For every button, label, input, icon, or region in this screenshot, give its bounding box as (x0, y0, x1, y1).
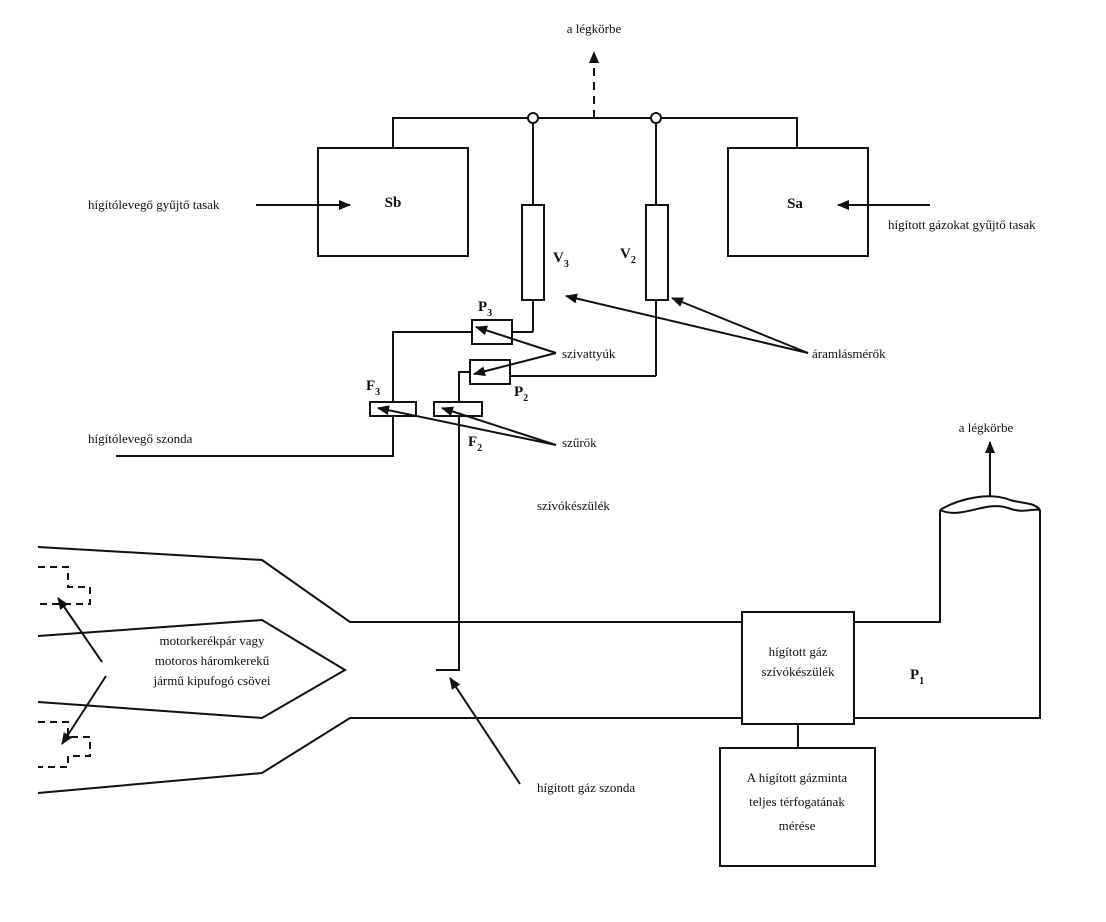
flowmeters-label: áramlásmérők (812, 346, 886, 361)
p1-label: P1 (910, 667, 924, 687)
bag-sb-label: Sb (385, 195, 402, 211)
exhaust-arrow-lower (61, 675, 107, 745)
exhaust-label-line2: motoros háromkerekű (155, 653, 270, 668)
p2-label: P2 (514, 384, 528, 404)
diluted-gas-sampler-line2: szívókészülék (762, 664, 835, 679)
dilution-air-probe-line (116, 416, 394, 457)
exhaust-label-line1: motorkerékpár vagy (159, 633, 265, 648)
atmosphere-label-top: a légkörbe (567, 21, 622, 36)
line-p2-to-f2 (458, 371, 470, 402)
volume-measurement-box (719, 747, 876, 867)
flowmeter-arrow-v2 (671, 297, 809, 354)
top-manifold-line (392, 117, 798, 148)
outlet-duct-right (854, 510, 1041, 719)
volume-label-line1: A hígított gázminta (747, 770, 848, 785)
filter-arrow-f3 (377, 405, 557, 446)
pumps-label: szivattyúk (562, 346, 616, 361)
dilution-air-probe-label: hígítólevegő szonda (88, 431, 193, 446)
junction-right (650, 112, 662, 124)
outlet-duct-left (854, 510, 941, 623)
tunnel-bottom-wall (37, 717, 742, 794)
f3-label: F3 (366, 378, 380, 398)
pump-arrow-p3 (475, 325, 557, 354)
exhaust-arrow-upper (57, 597, 103, 663)
junction-left (527, 112, 539, 124)
sampler-label: szívókészülék (537, 498, 610, 513)
diluted-gas-probe-label: hígított gáz szonda (537, 780, 635, 795)
volume-label-line2: teljes térfogatának (749, 794, 845, 809)
flowmeter-v3 (521, 204, 545, 301)
diluted-gas-sampler-line1: hígított gáz (769, 644, 828, 659)
filters-label: szűrők (562, 435, 597, 450)
diluted-gas-sampler-box (741, 611, 855, 725)
line-p3-to-f3 (392, 331, 472, 402)
bag-sa-label: Sa (787, 196, 803, 212)
volume-label-line3: mérése (779, 818, 816, 833)
pump-p2 (469, 359, 511, 385)
f2-label: F2 (468, 434, 482, 454)
tunnel-top-wall (37, 546, 742, 623)
exhaust-pipe-lower-dashed (38, 721, 91, 768)
v3-label: V3 (553, 250, 569, 270)
diluted-gas-bag-label: hígított gázokat gyűjtő tasak (888, 217, 1036, 232)
diluted-gas-probe-arrow (449, 677, 521, 785)
filter-arrow-f2 (441, 406, 557, 446)
outlet-pipe-back-curl (939, 495, 1041, 511)
flowmeter-v2 (645, 204, 669, 301)
atmosphere-label-right: a légkörbe (959, 420, 1014, 435)
diluted-gas-probe-line (436, 416, 460, 671)
flowmeter-arrow-v3 (565, 293, 809, 354)
p3-label: P3 (478, 299, 492, 319)
exhaust-label-line3: jármű kipufogó csövei (153, 673, 271, 688)
v2-label: V2 (620, 246, 636, 266)
dilution-air-bag-label: hígítólevegő gyűjtő tasak (88, 197, 220, 212)
exhaust-pipe-upper-dashed (38, 566, 91, 605)
exhaust-pipe-nozzle (37, 618, 347, 720)
outlet-pipe-front-curl (939, 505, 1041, 514)
pump-arrow-p2 (473, 352, 557, 377)
